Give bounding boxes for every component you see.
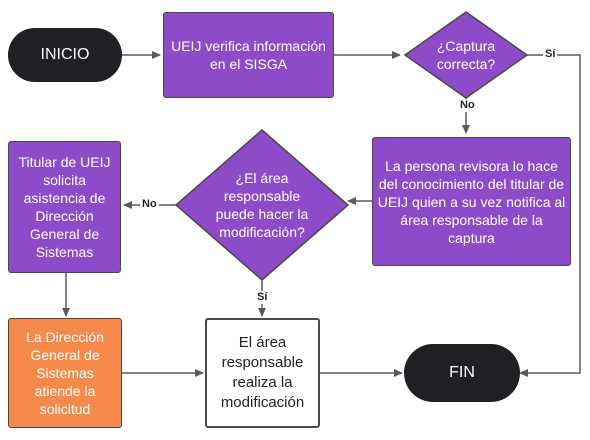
verify-step: UEIJ verifica información en el SISGA: [163, 12, 334, 98]
decision-area-shape: [174, 129, 350, 281]
decision-captura-shape: [403, 11, 529, 99]
label-captura-si: Sí: [543, 48, 558, 61]
end-terminal: FIN: [404, 344, 520, 402]
titular-request-step: Titular de UEIJ solicita asistencia de D…: [8, 141, 121, 273]
label-area-no: No: [140, 198, 159, 211]
reviewer-step: La persona revisora lo hace del conocimi…: [372, 137, 571, 266]
start-terminal: INICIO: [8, 28, 122, 82]
label-area-si: Sí: [255, 291, 270, 304]
decision-area-text: ¿El área responsable puede hacer la modi…: [215, 170, 309, 240]
area-modify-step: El área responsable realiza la modificac…: [205, 318, 320, 428]
label-captura-no: No: [458, 99, 477, 112]
decision-captura-text: ¿Captura correcta?: [436, 38, 496, 72]
dgs-attend-step: La Dirección General de Sistemas atiende…: [8, 318, 122, 428]
